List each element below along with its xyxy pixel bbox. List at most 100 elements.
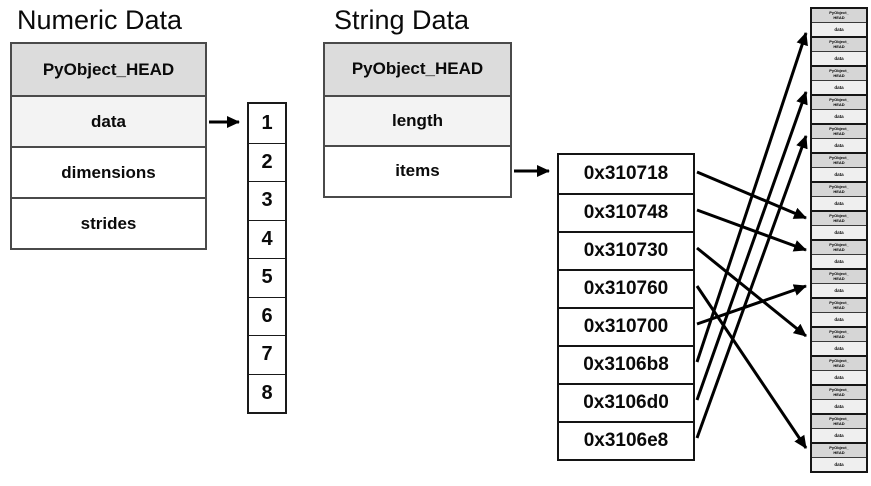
memory-object-header-line: PyObject_ (829, 212, 849, 218)
address-row: 0x310760 (559, 269, 693, 307)
memory-object-header-line: PyObject_ (829, 9, 849, 15)
memory-object-header-line: HEAD (833, 101, 845, 107)
memory-object-header: PyObject_HEAD (812, 357, 866, 371)
memory-object-header-line: HEAD (833, 246, 845, 252)
pointer-arrow-0x310760 (695, 285, 808, 449)
memory-object-header-line: PyObject_ (829, 299, 849, 305)
memory-object-header-line: PyObject_ (829, 241, 849, 247)
memory-object-header-line: PyObject_ (829, 154, 849, 160)
memory-object-header-line: PyObject_ (829, 328, 849, 334)
memory-object-header: PyObject_HEAD (812, 212, 866, 226)
pointer-arrow-0x310718 (696, 170, 807, 220)
array-cell: 3 (249, 181, 285, 220)
address-row: 0x310748 (559, 193, 693, 231)
memory-object-header-line: HEAD (833, 275, 845, 281)
struct-row-dimensions: dimensions (12, 146, 205, 197)
memory-object-header: PyObject_HEAD (812, 328, 866, 342)
memory-object-header-line: HEAD (833, 333, 845, 339)
memory-object-header-line: PyObject_ (829, 67, 849, 73)
memory-object-header-line: HEAD (833, 188, 845, 194)
array-cell: 7 (249, 335, 285, 374)
memory-object-header: PyObject_HEAD (812, 241, 866, 255)
memory-object-data: data (812, 197, 866, 210)
memory-object-data: data (812, 458, 866, 471)
memory-object-header-line: PyObject_ (829, 183, 849, 189)
memory-object-header: PyObject_HEAD (812, 67, 866, 81)
memory-object-header-line: PyObject_ (829, 357, 849, 363)
array-cell: 2 (249, 142, 285, 181)
pointer-arrow-0x3106d0 (695, 91, 808, 401)
memory-object-header: PyObject_HEAD (812, 154, 866, 168)
memory-object-header-line: HEAD (833, 420, 845, 426)
memory-object-data: data (812, 342, 866, 355)
address-row: 0x3106d0 (559, 383, 693, 421)
memory-object-data: data (812, 313, 866, 326)
memory-object-header: PyObject_HEAD (812, 183, 866, 197)
address-row: 0x310730 (559, 231, 693, 269)
numeric-data-title: Numeric Data (17, 5, 183, 35)
memory-object-data: data (812, 110, 866, 123)
memory-object-header-line: HEAD (833, 391, 845, 397)
memory-object-header-line: PyObject_ (829, 125, 849, 131)
memory-object-data: data (812, 284, 866, 297)
address-row: 0x310700 (559, 307, 693, 345)
pointer-arrow-0x310748 (696, 208, 807, 252)
memory-object-header: PyObject_HEAD (812, 125, 866, 139)
memory-object-header: PyObject_HEAD (812, 38, 866, 52)
string-data-title: String Data (334, 5, 470, 35)
array-cell: 1 (249, 104, 285, 143)
memory-object-header-line: PyObject_ (829, 38, 849, 44)
memory-object-data: data (812, 226, 866, 239)
memory-object-data: data (812, 429, 866, 442)
memory-object-header: PyObject_HEAD (812, 386, 866, 400)
address-row: 0x3106e8 (559, 421, 693, 459)
memory-object-header: PyObject_HEAD (812, 9, 866, 23)
memory-object-header: PyObject_HEAD (812, 444, 866, 458)
memory-object: PyObject_HEAD data (810, 297, 868, 328)
memory-object-data: data (812, 400, 866, 413)
memory-object-header-line: HEAD (833, 159, 845, 165)
memory-object-header: PyObject_HEAD (812, 96, 866, 110)
memory-object-data: data (812, 255, 866, 268)
memory-object-header: PyObject_HEAD (812, 415, 866, 429)
array-cell: 6 (249, 296, 285, 335)
memory-object-header-line: HEAD (833, 72, 845, 78)
struct-row-length: length (325, 94, 510, 146)
memory-object-header: PyObject_HEAD (812, 270, 866, 284)
memory-object-header-line: HEAD (833, 362, 845, 368)
address-row: 0x310718 (559, 155, 693, 193)
struct-row-data: data (12, 95, 205, 146)
struct-row-pyobject_head: PyObject_HEAD (325, 44, 510, 95)
array-cell: 4 (249, 219, 285, 258)
array-cell: 5 (249, 258, 285, 297)
memory-object-data: data (812, 81, 866, 94)
memory-object-header-line: HEAD (833, 304, 845, 310)
memory-object-header-line: PyObject_ (829, 386, 849, 392)
memory-object-header-line: PyObject_ (829, 96, 849, 102)
memory-object-header-line: HEAD (833, 449, 845, 455)
pointer-arrow-0x3106b8 (695, 32, 808, 363)
pointer-arrow-0x310700 (696, 284, 807, 326)
array-cell: 8 (249, 373, 285, 412)
memory-object-data: data (812, 23, 866, 36)
